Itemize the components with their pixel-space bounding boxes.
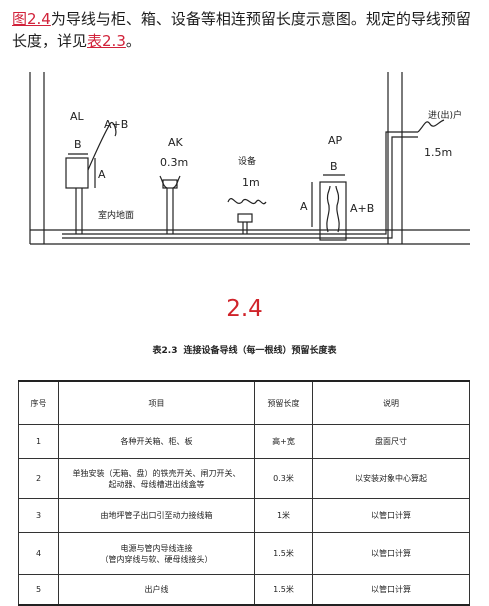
cell-length: 0.3米 bbox=[254, 458, 313, 499]
cell-item: 单独安装（无箱、盘）的铁壳开关、闸刀开关、起动器、母线槽进出线盒等 bbox=[58, 458, 255, 499]
al-wire bbox=[87, 122, 117, 171]
header-item: 项目 bbox=[58, 380, 255, 425]
table-caption-title: 连接设备导线（每一根线）预留长度表 bbox=[183, 346, 337, 356]
cell-note: 以管口计算 bbox=[312, 532, 470, 575]
reserve-length-table: 序号 项目 预留长度 说明 1 各种开关箱、柜、板 高+宽 盘面尺寸 2 单独安… bbox=[18, 380, 470, 606]
table-row: 3 由地坪管子出口引至动力接线箱 1米 以管口计算 bbox=[18, 498, 470, 533]
table-row: 5 出户线 1.5米 以管口计算 bbox=[18, 574, 470, 606]
floor-conduit bbox=[62, 136, 418, 239]
label-al: AL bbox=[70, 110, 85, 123]
label-b-right: B bbox=[330, 160, 338, 173]
cell-item: 由地坪管子出口引至动力接线箱 bbox=[58, 498, 255, 533]
header-no: 序号 bbox=[18, 380, 59, 425]
table-ref-link[interactable]: 表2.3 bbox=[87, 32, 126, 50]
cell-no: 4 bbox=[18, 532, 59, 575]
al-box bbox=[65, 157, 89, 189]
table-header-row: 序号 项目 预留长度 说明 bbox=[18, 380, 470, 425]
cell-no: 1 bbox=[18, 424, 59, 459]
wiring-diagram: AL A+B B A 室内地面 AK 0.3m 设备 1m AP B A A+B… bbox=[29, 72, 470, 245]
table-caption-number: 表2.3 bbox=[152, 346, 178, 356]
cell-item: 各种开关箱、柜、板 bbox=[58, 424, 255, 459]
table-caption: 表2.3 连接设备导线（每一根线）预留长度表 bbox=[0, 343, 489, 356]
figure-ref-link[interactable]: 图2.4 bbox=[12, 10, 51, 28]
equipment-junction bbox=[237, 213, 253, 223]
cell-note: 盘面尺寸 bbox=[312, 424, 470, 459]
equipment-wire bbox=[227, 198, 267, 205]
cell-item-line: 单独安装（无箱、盘）的铁壳开关、闸刀开关、 bbox=[72, 468, 241, 478]
label-ak: AK bbox=[168, 136, 184, 149]
table-row: 1 各种开关箱、柜、板 高+宽 盘面尺寸 bbox=[18, 424, 470, 459]
cell-length: 1.5米 bbox=[254, 574, 313, 606]
cell-no: 5 bbox=[18, 574, 59, 606]
label-ak-length: 0.3m bbox=[160, 156, 188, 169]
header-length: 预留长度 bbox=[254, 380, 313, 425]
intro-text-1: 为导线与柜、箱、设备等相连预留长度示意图。规定的导线预留长度，详见 bbox=[12, 10, 471, 50]
cell-item-line-2: （管内穿线与软、硬母线接头） bbox=[100, 554, 213, 564]
label-equipment: 设备 bbox=[238, 155, 256, 167]
ak-riser bbox=[166, 188, 174, 234]
al-riser bbox=[75, 188, 83, 234]
equipment-riser bbox=[242, 222, 248, 234]
table-row: 4 电源与管内导线连接（管内穿线与软、硬母线接头） 1.5米 以管口计算 bbox=[18, 532, 470, 575]
label-a-plus-b-left: A+B bbox=[104, 118, 128, 131]
ap-wire bbox=[326, 185, 340, 233]
label-ap: AP bbox=[328, 134, 343, 147]
cell-length: 高+宽 bbox=[254, 424, 313, 459]
intro-paragraph: 图2.4为导线与柜、箱、设备等相连预留长度示意图。规定的导线预留长度，详见表2.… bbox=[12, 8, 480, 52]
label-b-left: B bbox=[74, 138, 82, 151]
ap-box bbox=[319, 181, 347, 241]
cell-note: 以管口计算 bbox=[312, 498, 470, 533]
cell-item: 出户线 bbox=[58, 574, 255, 606]
header-note: 说明 bbox=[312, 380, 470, 425]
ak-wire bbox=[159, 175, 181, 189]
label-exit-length: 1.5m bbox=[424, 146, 452, 159]
cell-item-line: 由地坪管子出口引至动力接线箱 bbox=[100, 511, 213, 520]
floor-conduit-2 bbox=[62, 131, 418, 235]
cell-note: 以安装对象中心算起 bbox=[312, 458, 470, 499]
figure-number: 2.4 bbox=[226, 296, 263, 322]
cell-no: 2 bbox=[18, 458, 59, 499]
label-a-left: A bbox=[98, 168, 106, 181]
label-equipment-length: 1m bbox=[242, 176, 260, 189]
label-a-right: A bbox=[300, 200, 308, 213]
cell-item-line: 各种开关箱、柜、板 bbox=[120, 437, 193, 446]
cell-item-line-2: 起动器、母线槽进出线盒等 bbox=[108, 479, 205, 489]
label-exit: 进(出)户 bbox=[428, 109, 462, 121]
cell-length: 1米 bbox=[254, 498, 313, 533]
label-a-plus-b-right: A+B bbox=[350, 202, 374, 215]
cell-no: 3 bbox=[18, 498, 59, 533]
exit-wire bbox=[417, 119, 445, 133]
intro-text-2: 。 bbox=[125, 32, 141, 50]
cell-item-line: 出户线 bbox=[144, 584, 169, 594]
label-indoor-floor: 室内地面 bbox=[98, 209, 134, 221]
cell-note: 以管口计算 bbox=[312, 574, 470, 606]
cell-length: 1.5米 bbox=[254, 532, 313, 575]
cell-item: 电源与管内导线连接（管内穿线与软、硬母线接头） bbox=[58, 532, 255, 575]
cell-item-line: 电源与管内导线连接 bbox=[120, 543, 193, 553]
table-row: 2 单独安装（无箱、盘）的铁壳开关、闸刀开关、起动器、母线槽进出线盒等 0.3米… bbox=[18, 458, 470, 499]
